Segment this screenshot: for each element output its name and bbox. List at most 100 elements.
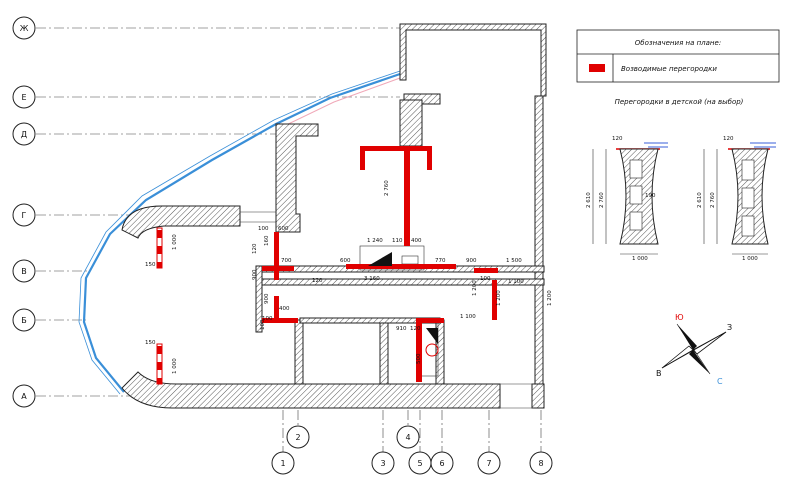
axis-col-7: 7 <box>477 410 501 475</box>
detail-variant-a: 2 610 2 760 1 000 190 120 <box>586 136 668 262</box>
axis-row-e: Е <box>12 85 400 109</box>
wall-corridor-lower <box>255 278 545 286</box>
svg-text:1 100: 1 100 <box>508 279 524 285</box>
wall-bay-right <box>531 383 545 409</box>
detail-title: Перегородки в детской (на выбор) <box>615 98 744 106</box>
svg-text:1 500: 1 500 <box>506 258 522 264</box>
svg-text:120: 120 <box>612 136 623 142</box>
svg-text:8: 8 <box>538 459 543 468</box>
svg-text:400: 400 <box>411 238 422 244</box>
wall-corridor-left <box>255 265 263 333</box>
svg-text:150: 150 <box>145 262 156 268</box>
svg-text:600: 600 <box>340 258 351 264</box>
partition-left-vert <box>274 232 279 280</box>
axis-col-6: 6 <box>430 410 454 475</box>
partition-right-h <box>474 268 498 273</box>
column-axes: 1 2 3 4 5 6 7 <box>271 410 553 475</box>
svg-text:600: 600 <box>278 226 289 232</box>
partition-left-vert2 <box>274 296 279 320</box>
svg-text:190: 190 <box>645 193 656 199</box>
svg-text:400: 400 <box>279 306 290 312</box>
dimensions: 2 760 1 240 110 400 600 770 900 1 500 1 … <box>145 180 553 374</box>
svg-text:110: 110 <box>392 238 403 244</box>
svg-text:Г: Г <box>22 211 27 220</box>
svg-text:Б: Б <box>21 316 27 325</box>
svg-text:2 610: 2 610 <box>697 192 703 208</box>
new-partitions <box>156 146 498 385</box>
svg-text:100: 100 <box>260 319 266 330</box>
svg-text:900: 900 <box>264 293 270 304</box>
detail-partitions: Перегородки в детской (на выбор) 2 610 2… <box>586 98 776 262</box>
svg-text:120: 120 <box>410 326 421 332</box>
walls <box>121 23 547 409</box>
svg-text:100: 100 <box>262 316 273 322</box>
svg-text:Д: Д <box>21 130 27 139</box>
svg-text:900: 900 <box>252 269 258 280</box>
partition-bath-vert <box>416 322 422 382</box>
wall-pier-e2 <box>399 99 423 147</box>
svg-text:1 100: 1 100 <box>460 314 476 320</box>
wall-right-exterior <box>534 95 544 409</box>
wall-room-1 <box>294 319 304 385</box>
partition-left-h2 <box>262 318 298 323</box>
svg-text:150: 150 <box>145 340 156 346</box>
axis-row-v: В <box>12 259 90 283</box>
svg-text:1 000: 1 000 <box>172 358 178 374</box>
wall-top-room <box>399 23 547 97</box>
svg-text:1 000: 1 000 <box>742 256 758 262</box>
partition-kitchen-top <box>360 146 432 151</box>
svg-text:1 000: 1 000 <box>632 256 648 262</box>
partition-right-short <box>492 280 497 320</box>
axis-row-d: Д <box>12 122 290 146</box>
axis-row-a: А <box>12 384 130 408</box>
svg-text:770: 770 <box>435 258 446 264</box>
partition-kitchen-vert <box>404 146 410 246</box>
svg-text:160: 160 <box>264 235 270 246</box>
stair-icon <box>368 252 392 266</box>
svg-text:2 610: 2 610 <box>586 192 592 208</box>
axis-col-4: 4 <box>396 410 420 449</box>
wall-pier-d <box>275 123 319 233</box>
svg-text:Ж: Ж <box>20 24 29 33</box>
legend: Обозначения на плане: Возводимые перегор… <box>576 29 780 83</box>
wall-upper-arc <box>121 205 241 239</box>
legend-swatch-partitions <box>589 64 605 72</box>
svg-text:7: 7 <box>486 459 491 468</box>
axis-col-8: 8 <box>529 410 553 475</box>
svg-text:5: 5 <box>417 459 422 468</box>
fixtures <box>368 252 439 357</box>
axis-row-zh: Ж <box>12 16 400 40</box>
svg-text:2 760: 2 760 <box>710 192 716 208</box>
svg-text:100: 100 <box>258 226 269 232</box>
svg-text:120: 120 <box>312 278 323 284</box>
svg-text:2 760: 2 760 <box>599 192 605 208</box>
svg-text:6: 6 <box>439 459 444 468</box>
svg-text:900: 900 <box>466 258 477 264</box>
compass-label-south: Ю <box>675 313 684 322</box>
partition-bath-top <box>416 318 444 323</box>
svg-text:910: 910 <box>396 326 407 332</box>
svg-text:А: А <box>21 392 27 401</box>
svg-text:700: 700 <box>281 258 292 264</box>
svg-text:1 200: 1 200 <box>547 290 553 306</box>
svg-text:2 760: 2 760 <box>384 180 390 196</box>
partition-corridor-top <box>346 264 456 269</box>
wall-room-3 <box>379 319 389 385</box>
axis-col-2: 2 <box>286 410 310 449</box>
svg-text:2: 2 <box>295 433 300 442</box>
svg-text:120: 120 <box>252 243 258 254</box>
svg-text:1 240: 1 240 <box>367 238 383 244</box>
svg-text:1 000: 1 000 <box>172 234 178 250</box>
legend-title: Обозначения на плане: <box>635 39 721 47</box>
legend-label-partitions: Возводимые перегородки <box>621 65 717 73</box>
svg-text:1: 1 <box>280 459 285 468</box>
partition-kitchen-right <box>427 146 432 170</box>
washbasin-icon <box>425 343 439 357</box>
svg-text:100: 100 <box>480 276 491 282</box>
compass-label-east: В <box>656 369 662 378</box>
svg-text:4: 4 <box>405 433 410 442</box>
svg-text:1 200: 1 200 <box>496 290 502 306</box>
svg-text:500: 500 <box>416 353 422 364</box>
svg-text:Е: Е <box>21 93 26 102</box>
